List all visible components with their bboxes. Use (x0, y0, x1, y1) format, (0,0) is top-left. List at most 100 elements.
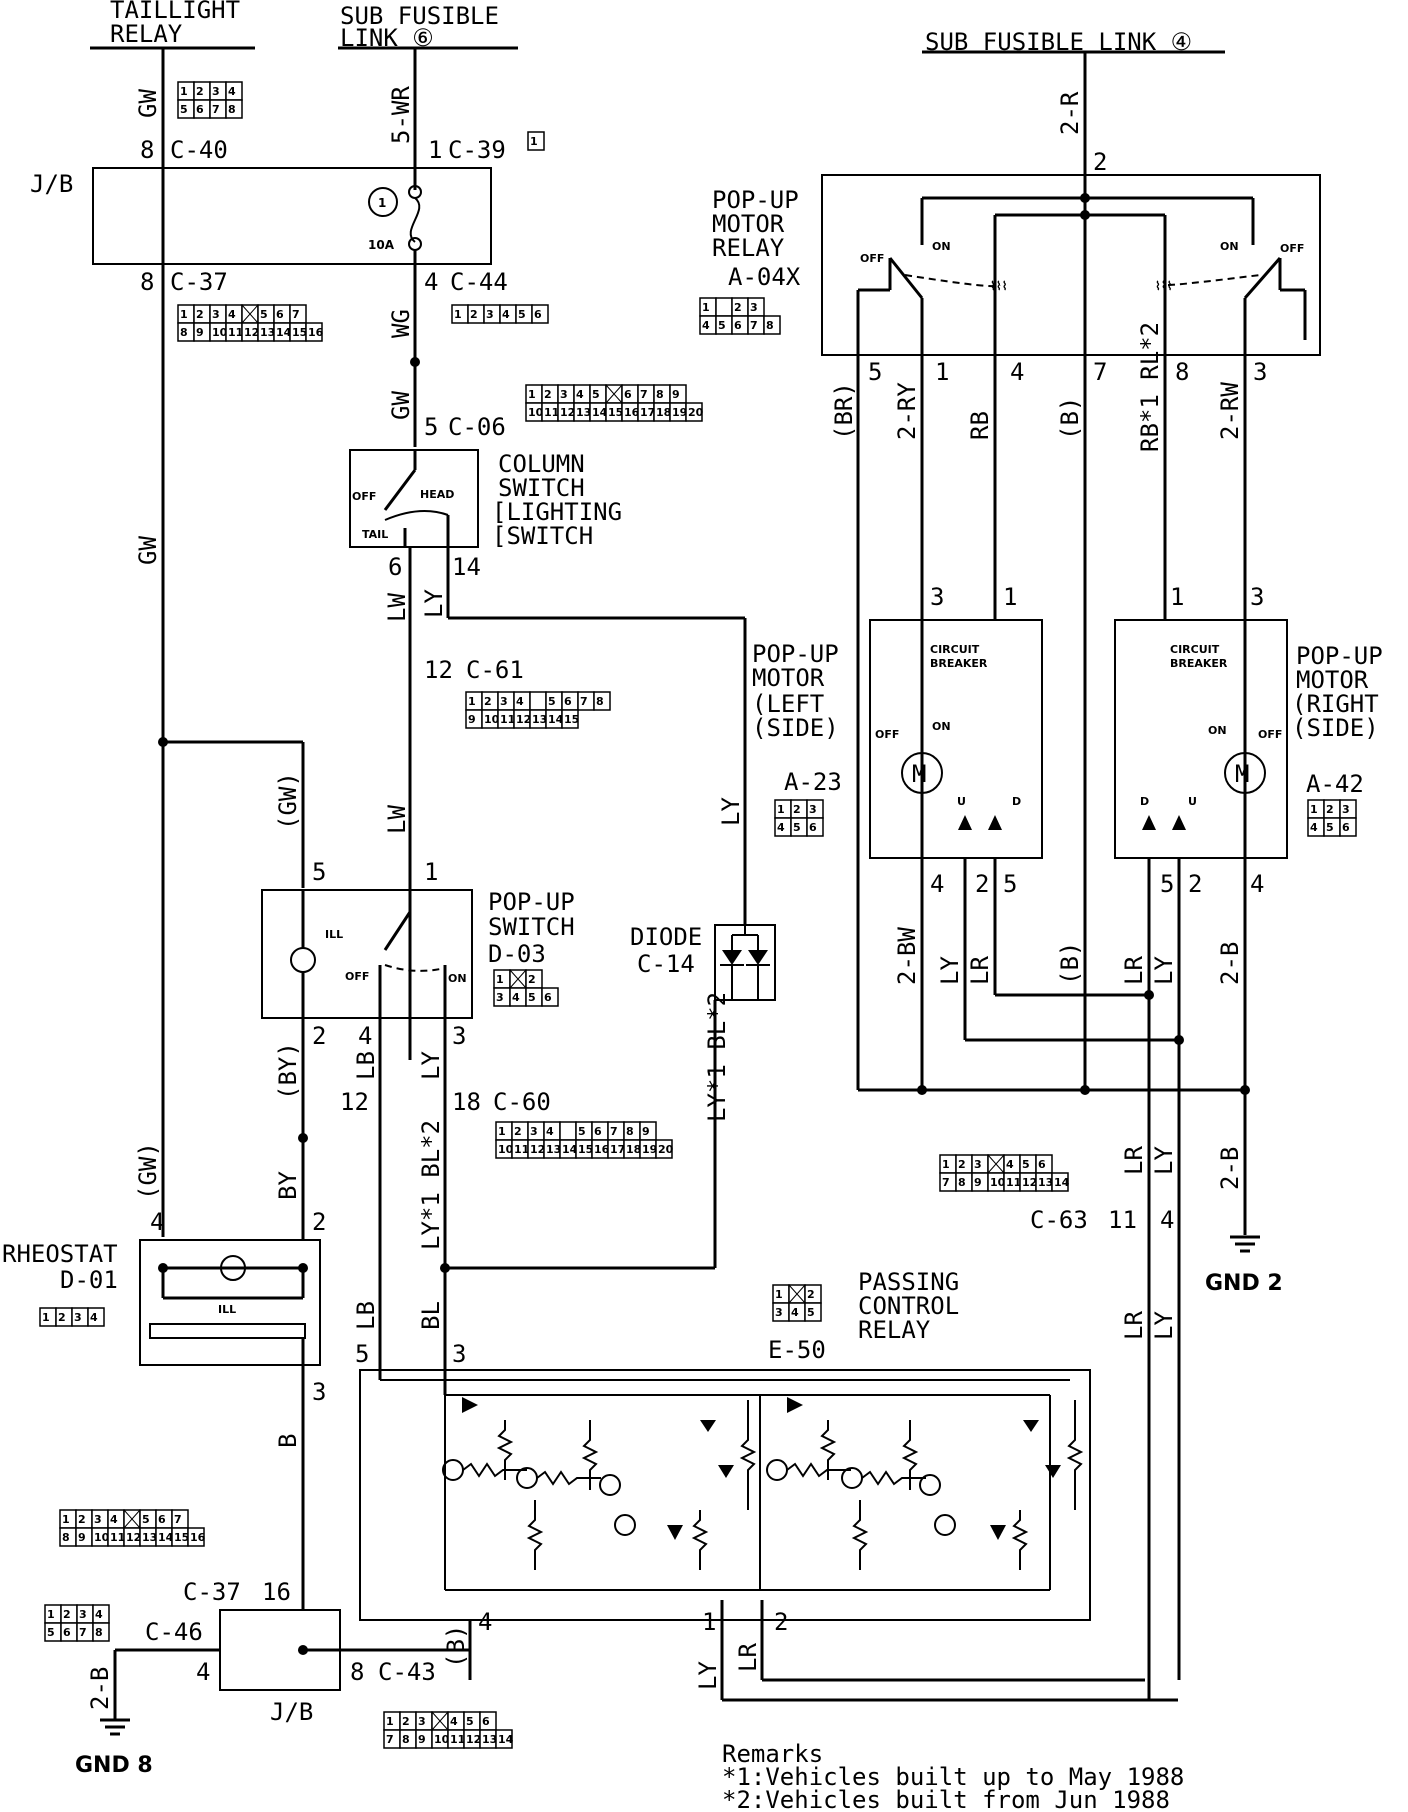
pin-5-pcr: 5 (355, 1340, 369, 1368)
connector-pin-number: 6 (158, 1513, 166, 1526)
popup-motor-left-3: (LEFT (752, 690, 824, 718)
popup-switch-off: OFF (345, 970, 369, 983)
pin-5-sw: 5 (312, 858, 326, 886)
connector-pin-number: 7 (386, 1733, 394, 1746)
connector-pin-number: 4 (90, 1311, 98, 1324)
connector-pin-number: 5 (518, 308, 526, 321)
connector-pin-number: 4 (450, 1715, 458, 1728)
connector-pin-number: 2 (528, 973, 536, 986)
column-switch-head: HEAD (420, 488, 454, 501)
wire-gw-paren2: (GW) (134, 1142, 162, 1200)
connector-pin-number: 10 (94, 1531, 110, 1544)
column-switch-label-2: SWITCH (498, 474, 585, 502)
connector-pin-number: 6 (482, 1715, 490, 1728)
column-switch-label-3: [LIGHTING (492, 498, 622, 526)
motor-right-pin-2: 2 (1188, 870, 1202, 898)
taillight-relay-label: TAILLIGHT (110, 0, 240, 24)
pin-12-c61: 12 (424, 656, 453, 684)
connector-pin-number: 3 (94, 1513, 102, 1526)
wire-wg: WG (387, 309, 415, 338)
connector-pin-number: 6 (534, 308, 542, 321)
cb-left-1: CIRCUIT (930, 643, 980, 656)
connector-pin-number: 10 (434, 1733, 450, 1746)
connector-pin-number: 12 (516, 713, 531, 726)
cb-left-2: BREAKER (930, 657, 988, 670)
connector-pin-number: 2 (470, 308, 478, 321)
fuse-terminal-bottom (408, 237, 422, 251)
relay-pin-4: 4 (1010, 358, 1024, 386)
connector-pin-number: 2 (196, 85, 204, 98)
connector-pin-number: 3 (486, 308, 494, 321)
wire-2b-gnd: 2-B (1216, 1147, 1244, 1190)
pin-5-c06: 5 (424, 413, 438, 441)
connector-pin-number: 2 (544, 388, 552, 401)
connector-blank-cell (509, 969, 527, 989)
pin-3-pcr: 3 (452, 1340, 466, 1368)
motor-right-pin-3: 3 (1250, 583, 1264, 611)
connector-cell (187, 1527, 205, 1547)
wire-lw: LW (383, 593, 411, 622)
connector-pin-number: 13 (1038, 1176, 1053, 1189)
pin-1-c39: 1 (428, 136, 442, 164)
pin-2-rheo: 2 (312, 1208, 326, 1236)
wire-gw-paren: (GW) (274, 772, 302, 830)
passing-control-relay-3: RELAY (858, 1316, 931, 1344)
popup-motor-relay-1: POP-UP (712, 186, 799, 214)
connector-pin-number: 5 (47, 1626, 55, 1639)
connector-pin-number: 5 (1326, 821, 1334, 834)
motor-right-d: D (1140, 795, 1149, 808)
motor-left-m: M (912, 760, 926, 788)
wire-ly-pop: LY (717, 797, 745, 826)
popup-switch-label-1: POP-UP (488, 888, 575, 916)
pin-12-c60: 12 (340, 1088, 369, 1116)
connector-blank-cell (987, 1154, 1005, 1174)
connector-pin-number: 2 (402, 1715, 410, 1728)
connector-pin-number: 1 (42, 1311, 50, 1324)
sub-fusible-link-4-label: SUB FUSIBLE LINK ④ (925, 28, 1192, 56)
popup-motor-relay-conn: A-04X (728, 263, 801, 291)
connector-pin-number: 4 (546, 1125, 554, 1138)
connector-pin-number: 6 (594, 1125, 602, 1138)
connector-pin-number: 14 (592, 406, 608, 419)
wire-lr-m: LR (966, 956, 994, 985)
jb-top-label: J/B (30, 170, 73, 198)
motor-right-pin-5: 5 (1160, 870, 1174, 898)
connector-cell (685, 402, 703, 422)
connector-pin-number: 6 (624, 388, 632, 401)
connector-pin-number: 17 (610, 1143, 625, 1156)
relay-pin-3: 3 (1253, 358, 1267, 386)
connector-pin-number: 13 (546, 1143, 561, 1156)
connector-pin-number: 3 (212, 85, 220, 98)
connector-pin-number: 10 (498, 1143, 514, 1156)
pin-6-col: 6 (388, 553, 402, 581)
connector-cell (763, 315, 781, 335)
connector-cell (531, 304, 549, 324)
connector-pin-number: 1 (530, 135, 538, 148)
connector-pin-number: 1 (62, 1513, 70, 1526)
motor-left-pin-4: 4 (930, 870, 944, 898)
connector-pin-number: 2 (793, 803, 801, 816)
connector-pin-number: 12 (466, 1733, 481, 1746)
connector-cell (561, 709, 579, 729)
wire-lr-c63: LR (1120, 1146, 1148, 1175)
ill-lamp-icon (290, 947, 316, 973)
conn-c39-label: C-39 (448, 136, 506, 164)
wire-ly-bottom: LY (694, 1661, 722, 1690)
connector-pin-number: 14 (276, 326, 292, 339)
wire-b-relay: (B) (1056, 397, 1084, 440)
motor-right-pin-1: 1 (1170, 583, 1184, 611)
conn-c44-label: C-44 (450, 268, 508, 296)
connector-pin-number: 3 (775, 1306, 783, 1319)
connector-pin-number: 11 (450, 1733, 465, 1746)
pin-8-c43: 8 (350, 1658, 364, 1686)
connector-pin-number: 4 (791, 1306, 799, 1319)
connector-pin-number: 3 (74, 1311, 82, 1324)
popup-switch-label-2: SWITCH (488, 913, 575, 941)
motor-left-u: U (957, 795, 966, 808)
connector-pin-number: 11 (544, 406, 559, 419)
relay-off-left: OFF (860, 252, 884, 265)
connector-pin-number: 7 (292, 308, 300, 321)
conn-c40-label: C-40 (170, 136, 228, 164)
